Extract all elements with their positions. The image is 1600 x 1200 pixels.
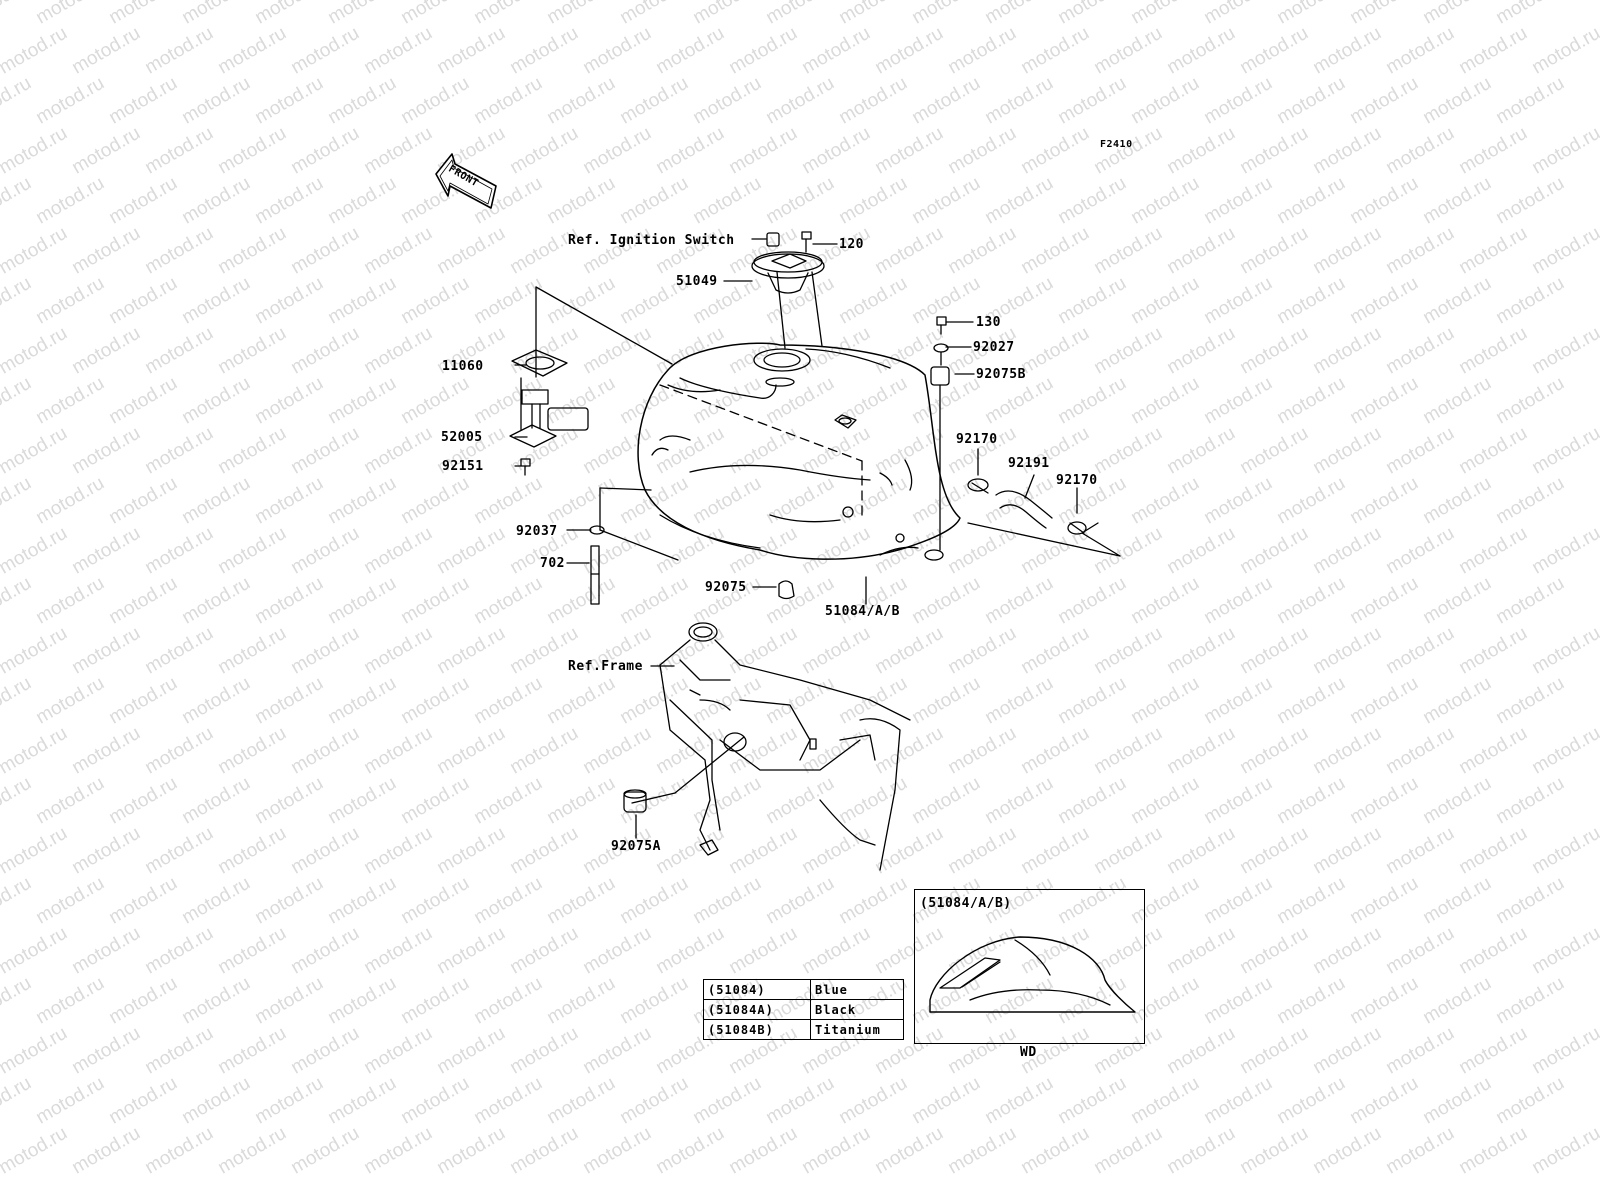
label-130: 130 bbox=[976, 315, 1001, 330]
fuel-tank-51084 bbox=[637, 342, 961, 561]
label-51049: 51049 bbox=[676, 274, 718, 289]
grommet-92075a bbox=[623, 789, 647, 813]
label-120: 120 bbox=[839, 237, 864, 252]
front-arrow-icon bbox=[435, 153, 497, 209]
label-92075a: 92075A bbox=[611, 839, 661, 854]
frame-ref bbox=[659, 622, 911, 871]
variant-part-number: (51084B) bbox=[703, 1019, 811, 1040]
clamp-92170-left bbox=[967, 478, 989, 494]
fuel-cap-51049 bbox=[751, 251, 825, 349]
variant-part-number: (51084A) bbox=[703, 999, 811, 1020]
label-702: 702 bbox=[540, 556, 565, 571]
label-92151: 92151 bbox=[442, 459, 484, 474]
label-52005: 52005 bbox=[441, 430, 483, 445]
label-92075b: 92075B bbox=[976, 367, 1026, 382]
tube-702 bbox=[590, 545, 600, 605]
figure-code: F2410 bbox=[1100, 139, 1133, 150]
label-ref-ignition-switch: Ref. Ignition Switch bbox=[568, 233, 735, 248]
color-variant-row: (51084B)Titanium bbox=[703, 1019, 904, 1040]
variant-part-number: (51084) bbox=[703, 979, 811, 1000]
label-92191: 92191 bbox=[1008, 456, 1050, 471]
label-11060: 11060 bbox=[442, 359, 484, 374]
label-92170-left: 92170 bbox=[956, 432, 998, 447]
label-51084: 51084/A/B bbox=[825, 604, 900, 619]
screw-92151 bbox=[520, 458, 531, 476]
color-variant-table: (51084)Blue(51084A)Black(51084B)Titanium bbox=[703, 979, 904, 1040]
inset-caption: WD bbox=[1020, 1045, 1037, 1060]
clamp-92170-right bbox=[1067, 521, 1087, 535]
inset-title: (51084/A/B) bbox=[920, 896, 1012, 911]
color-variant-row: (51084)Blue bbox=[703, 979, 904, 1000]
variant-color: Blue bbox=[810, 979, 904, 1000]
fuel-pump-52005 bbox=[509, 377, 589, 448]
color-variant-row: (51084A)Black bbox=[703, 999, 904, 1020]
bolt-130 bbox=[936, 316, 947, 335]
label-92170-right: 92170 bbox=[1056, 473, 1098, 488]
label-ref-frame: Ref.Frame bbox=[568, 659, 643, 674]
gasket-11060 bbox=[511, 349, 568, 377]
inset-tank-drawing bbox=[929, 936, 1136, 1013]
bolt-120 bbox=[801, 231, 812, 253]
variant-color: Black bbox=[810, 999, 904, 1020]
hose-92191 bbox=[995, 490, 1053, 529]
label-92037: 92037 bbox=[516, 524, 558, 539]
label-92027: 92027 bbox=[973, 340, 1015, 355]
variant-color: Titanium bbox=[810, 1019, 904, 1040]
inset-box: (51084/A/B) bbox=[914, 889, 1145, 1044]
label-92075: 92075 bbox=[705, 580, 747, 595]
